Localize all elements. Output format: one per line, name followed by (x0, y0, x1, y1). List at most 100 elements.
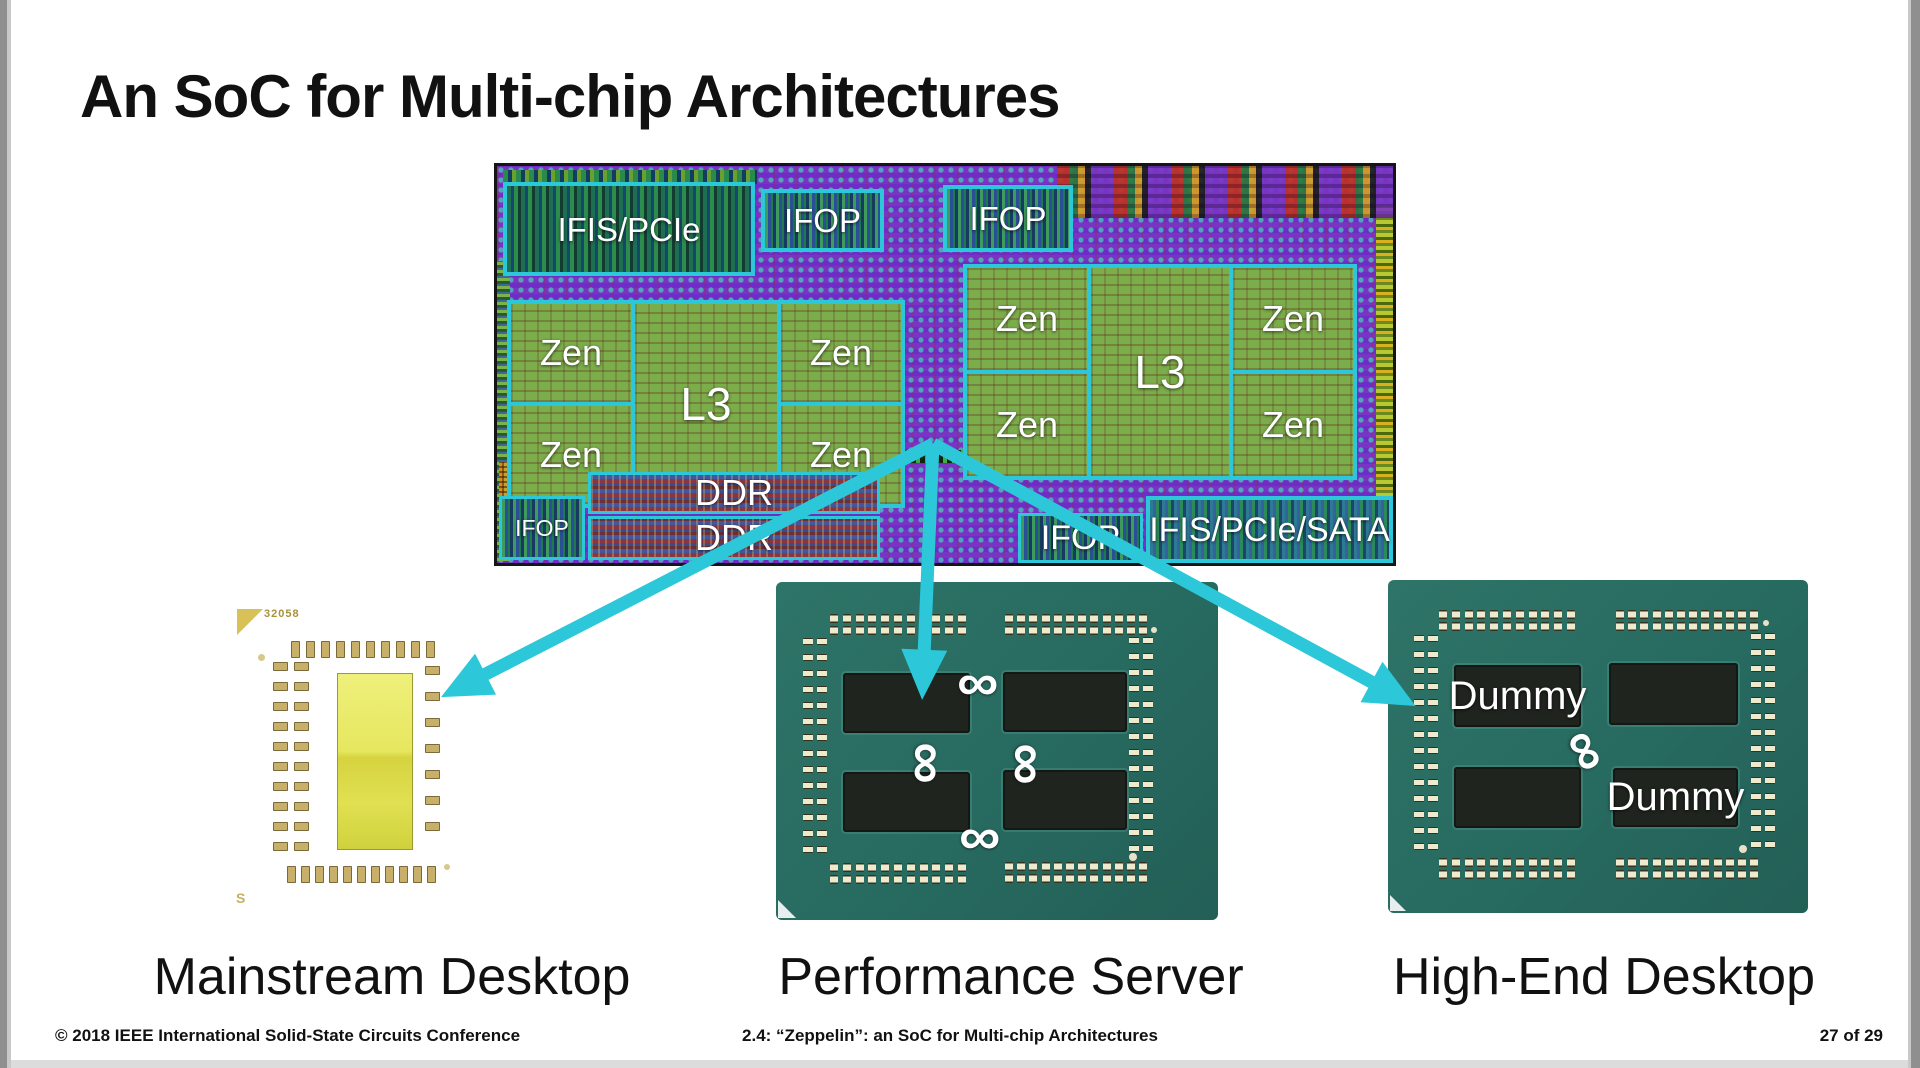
pad (1713, 858, 1722, 867)
die-zen-core: Zen (967, 268, 1087, 370)
die-region-ddr-1: DDR (588, 472, 880, 514)
zen-label: Zen (539, 332, 603, 373)
pad (1751, 793, 1761, 800)
server-die-tl (843, 673, 970, 733)
window-edge-bottom (11, 1060, 1908, 1068)
window-edge-left (0, 0, 11, 1068)
pad (817, 702, 827, 709)
pad (1701, 858, 1710, 867)
pad (273, 682, 288, 691)
pad (803, 654, 813, 661)
pad (1414, 683, 1424, 690)
pad (1114, 874, 1123, 883)
pad (399, 866, 408, 883)
pad (803, 766, 813, 773)
pad (1428, 635, 1438, 642)
fiducial-dot (1763, 620, 1769, 626)
pad (817, 798, 827, 805)
zeppelin-die-photo: IFIS/PCIe IFOP IFOP Zen L3 Zen Zen Zen Z… (494, 163, 1396, 566)
pad (1464, 622, 1473, 631)
package-high-end-desktop: Dummy Dummy ∞ (1388, 580, 1808, 913)
pad (1738, 622, 1746, 631)
pad (1490, 858, 1499, 867)
pad (803, 814, 813, 821)
die-texture-right-edge (1376, 206, 1393, 562)
pad (1515, 870, 1524, 879)
zen-label: Zen (995, 298, 1059, 339)
pad (1751, 649, 1761, 656)
pad (803, 670, 813, 677)
pad (1503, 622, 1511, 631)
pad (294, 782, 309, 791)
pad (1689, 610, 1698, 619)
pad (842, 614, 851, 623)
pad (919, 626, 928, 635)
pad (1567, 858, 1575, 867)
pad (1765, 761, 1775, 768)
pad (1751, 729, 1761, 736)
pad (1628, 622, 1637, 631)
pad (1750, 870, 1759, 879)
pad (1066, 862, 1074, 871)
pad (1628, 858, 1637, 867)
infinity-fabric-logo: ∞ (959, 807, 1001, 866)
infinity-fabric-logo: ∞ (895, 742, 961, 784)
pad (1414, 651, 1424, 658)
l3-label: L3 (1134, 346, 1186, 398)
pad (1143, 701, 1153, 708)
pad (273, 762, 288, 771)
dummy-die-label: Dummy (1448, 673, 1587, 718)
pad (803, 686, 813, 693)
pad (1029, 614, 1038, 623)
pad (1029, 626, 1038, 635)
pad (1751, 777, 1761, 784)
pad (1414, 747, 1424, 754)
fiducial-dot (258, 654, 265, 661)
pad (803, 782, 813, 789)
pad (855, 875, 864, 884)
pad (1078, 862, 1087, 871)
die-zen-core: Zen (781, 304, 901, 402)
pad (919, 875, 928, 884)
pad (1129, 653, 1139, 660)
package-ihs-die (337, 673, 413, 850)
pad (1102, 874, 1111, 883)
pad (1701, 622, 1710, 631)
pad (1765, 665, 1775, 672)
pad (1541, 870, 1550, 879)
pad (1428, 811, 1438, 818)
pad (1765, 841, 1775, 848)
pad (301, 866, 310, 883)
pad (1554, 858, 1563, 867)
pad (1428, 731, 1438, 738)
pad (273, 742, 288, 751)
pad (1439, 870, 1447, 879)
pad (817, 734, 827, 741)
pad (1114, 614, 1123, 623)
pad (1041, 626, 1050, 635)
pad (1129, 669, 1139, 676)
pad (1143, 829, 1153, 836)
pad (1751, 809, 1761, 816)
pad (1129, 797, 1139, 804)
pad (817, 718, 827, 725)
pad (1628, 610, 1637, 619)
pad (1616, 858, 1624, 867)
pad (1765, 729, 1775, 736)
fiducial-dot (1129, 853, 1137, 861)
pad (1414, 667, 1424, 674)
pad (1751, 681, 1761, 688)
package-mainstream-desktop: 32058 S (228, 600, 515, 917)
hedt-die-dummy-br: Dummy (1607, 768, 1744, 827)
pad (273, 822, 288, 831)
pad (1129, 749, 1139, 756)
pad (868, 863, 877, 872)
die-texture-top-right-mosaic (1057, 166, 1393, 218)
pad (1464, 870, 1473, 879)
pad (958, 875, 966, 884)
pad (357, 866, 366, 883)
pad (906, 626, 915, 635)
pad (426, 641, 435, 658)
pad (1143, 813, 1153, 820)
pad (958, 863, 966, 872)
